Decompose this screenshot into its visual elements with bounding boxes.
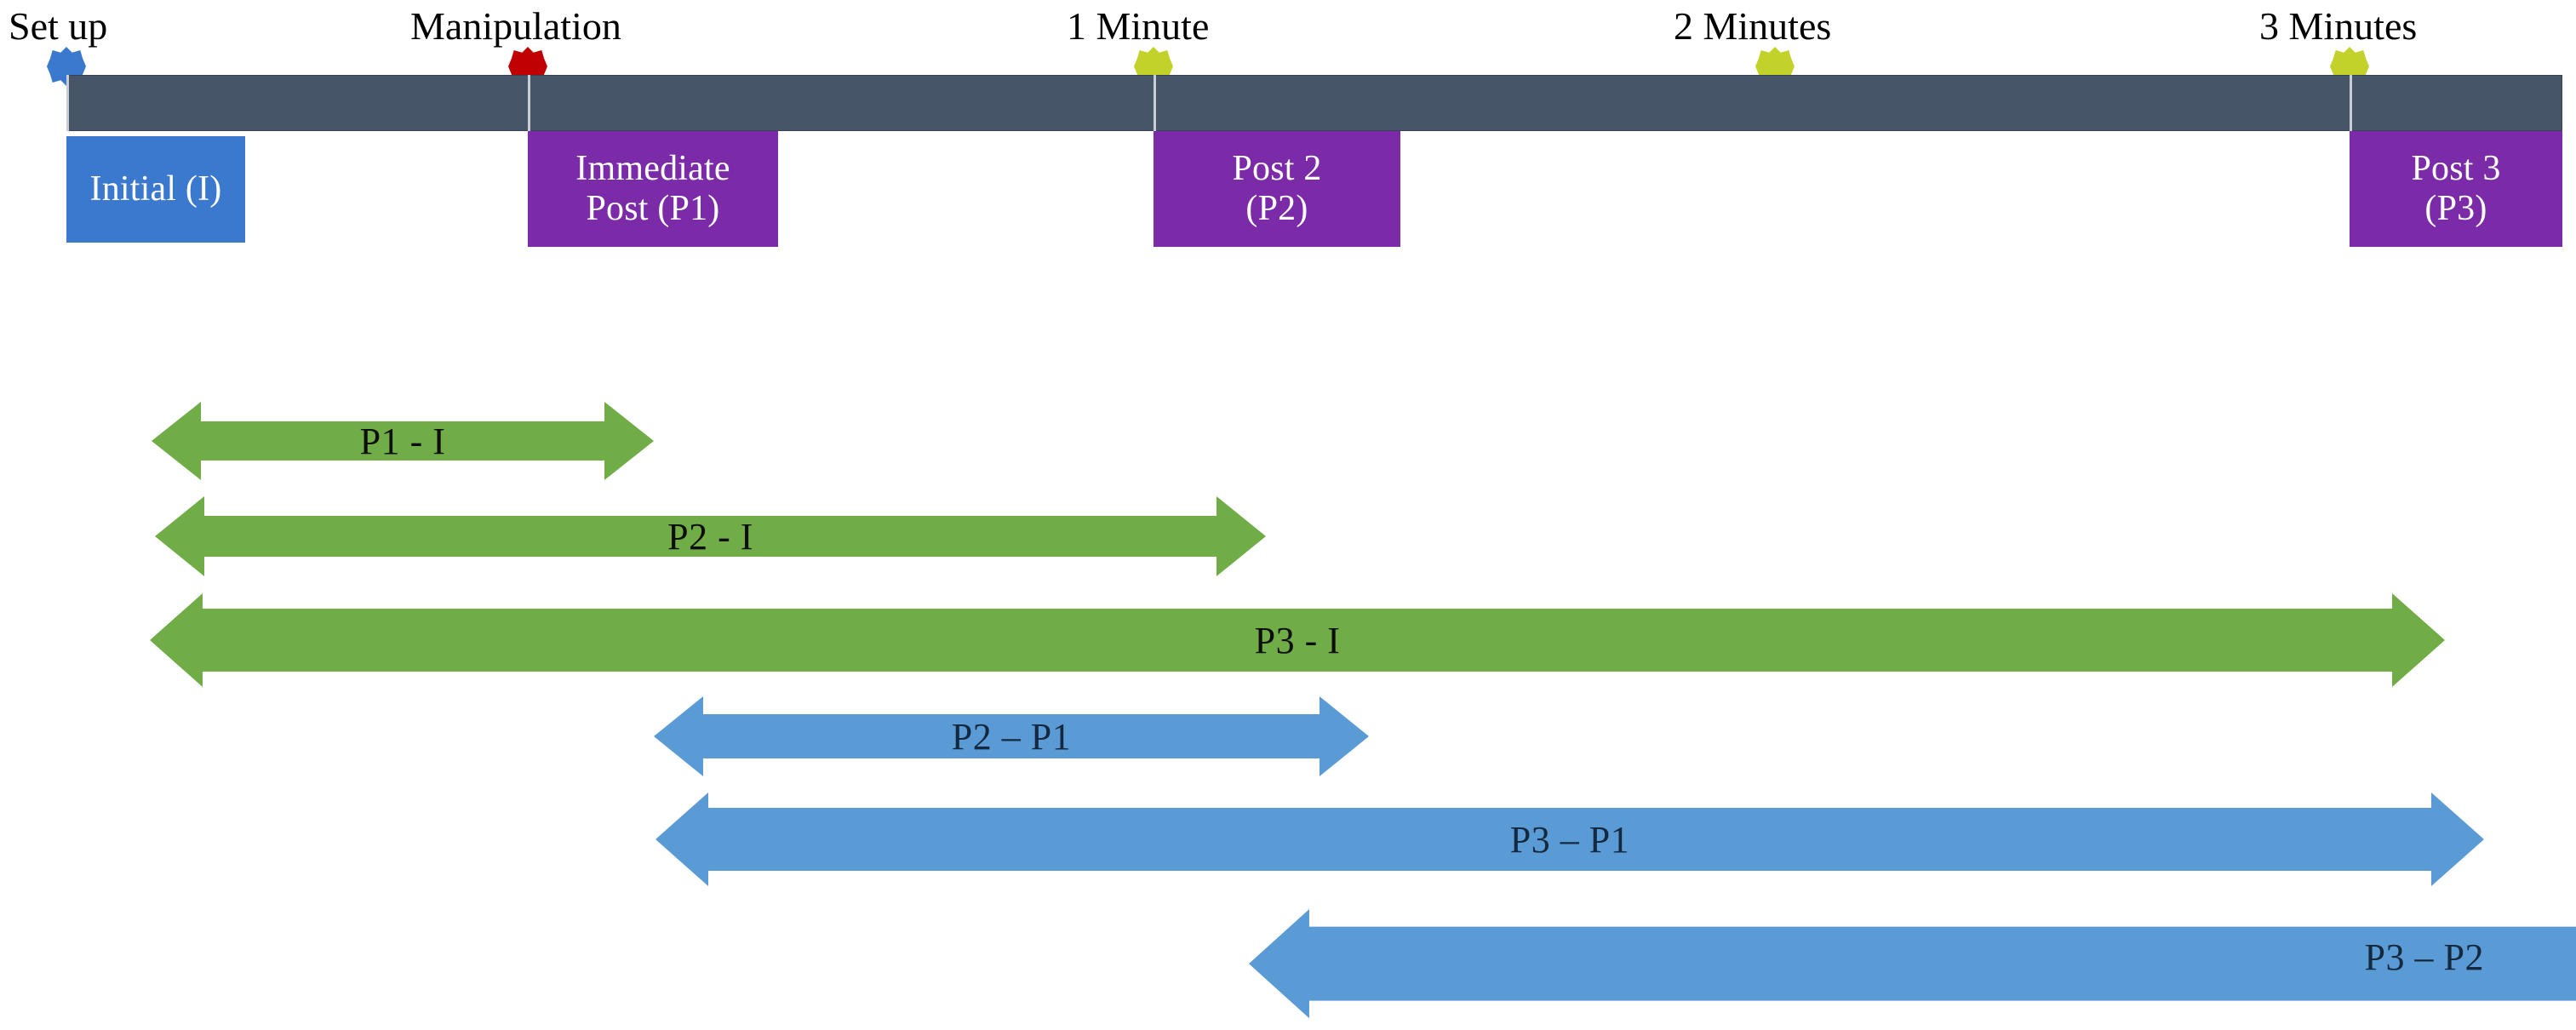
comparison-arrow-p2-minus-i[interactable]: P2 - I — [155, 496, 1266, 576]
phase-box-initial[interactable]: Initial (I) — [66, 136, 245, 243]
comparison-arrow-p3-minus-i[interactable]: P3 - I — [150, 593, 2445, 687]
phase-label-post-2-line1: Post 2 — [1232, 148, 1322, 188]
double-arrow-icon — [654, 696, 1369, 776]
phase-label-initial-line1: Initial (I) — [89, 169, 222, 209]
phase-label-post-2-line2: (P2) — [1245, 189, 1308, 228]
tick-line-manipulation — [528, 75, 530, 131]
comparison-label-p2-minus-p1: P2 – P1 — [951, 715, 1072, 758]
phase-label-post-3-line1: Post 3 — [2411, 148, 2501, 188]
double-arrow-icon — [1249, 909, 2576, 1019]
phase-label-post-3-line2: (P3) — [2424, 189, 2487, 228]
milestone-label-minute-3: 3 Minutes — [2259, 4, 2418, 48]
milestone-label-setup: Set up — [9, 4, 108, 48]
double-arrow-icon — [150, 593, 2445, 687]
comparison-label-p3-minus-p2: P3 – P2 — [2364, 936, 2484, 978]
tick-line-minute-3 — [2350, 75, 2352, 131]
comparison-label-p3-minus-i: P3 - I — [1254, 619, 1341, 661]
timeline-bar — [66, 75, 2562, 131]
double-arrow-icon — [655, 793, 2484, 886]
comparison-label-p2-minus-i: P2 - I — [667, 515, 753, 558]
comparison-label-p1-minus-i: P1 - I — [359, 420, 446, 462]
comparison-label-p3-minus-p1: P3 – P1 — [1509, 818, 1630, 861]
double-arrow-icon — [155, 496, 1266, 576]
phase-box-post-2[interactable]: Post 2 (P2) — [1153, 131, 1400, 247]
phase-label-immediate-post-line2: Post (P1) — [586, 189, 720, 228]
phase-box-post-3[interactable]: Post 3 (P3) — [2350, 131, 2562, 247]
milestone-label-manipulation: Manipulation — [410, 4, 621, 48]
phase-label-immediate-post-line1: Immediate — [575, 148, 730, 188]
milestone-label-minute-2: 2 Minutes — [1674, 4, 1832, 48]
comparison-arrow-p3-minus-p2[interactable]: P3 – P2 — [1249, 909, 2576, 1019]
tick-line-setup — [66, 75, 69, 131]
milestone-label-minute-1: 1 Minute — [1067, 4, 1210, 48]
comparison-arrow-p2-minus-p1[interactable]: P2 – P1 — [654, 696, 1369, 776]
tick-line-minute-1 — [1153, 75, 1156, 131]
comparison-arrow-p3-minus-p1[interactable]: P3 – P1 — [655, 793, 2484, 886]
phase-box-immediate-post[interactable]: Immediate Post (P1) — [528, 131, 778, 247]
double-arrow-icon — [152, 402, 654, 480]
comparison-arrow-p1-minus-i[interactable]: P1 - I — [152, 402, 654, 480]
